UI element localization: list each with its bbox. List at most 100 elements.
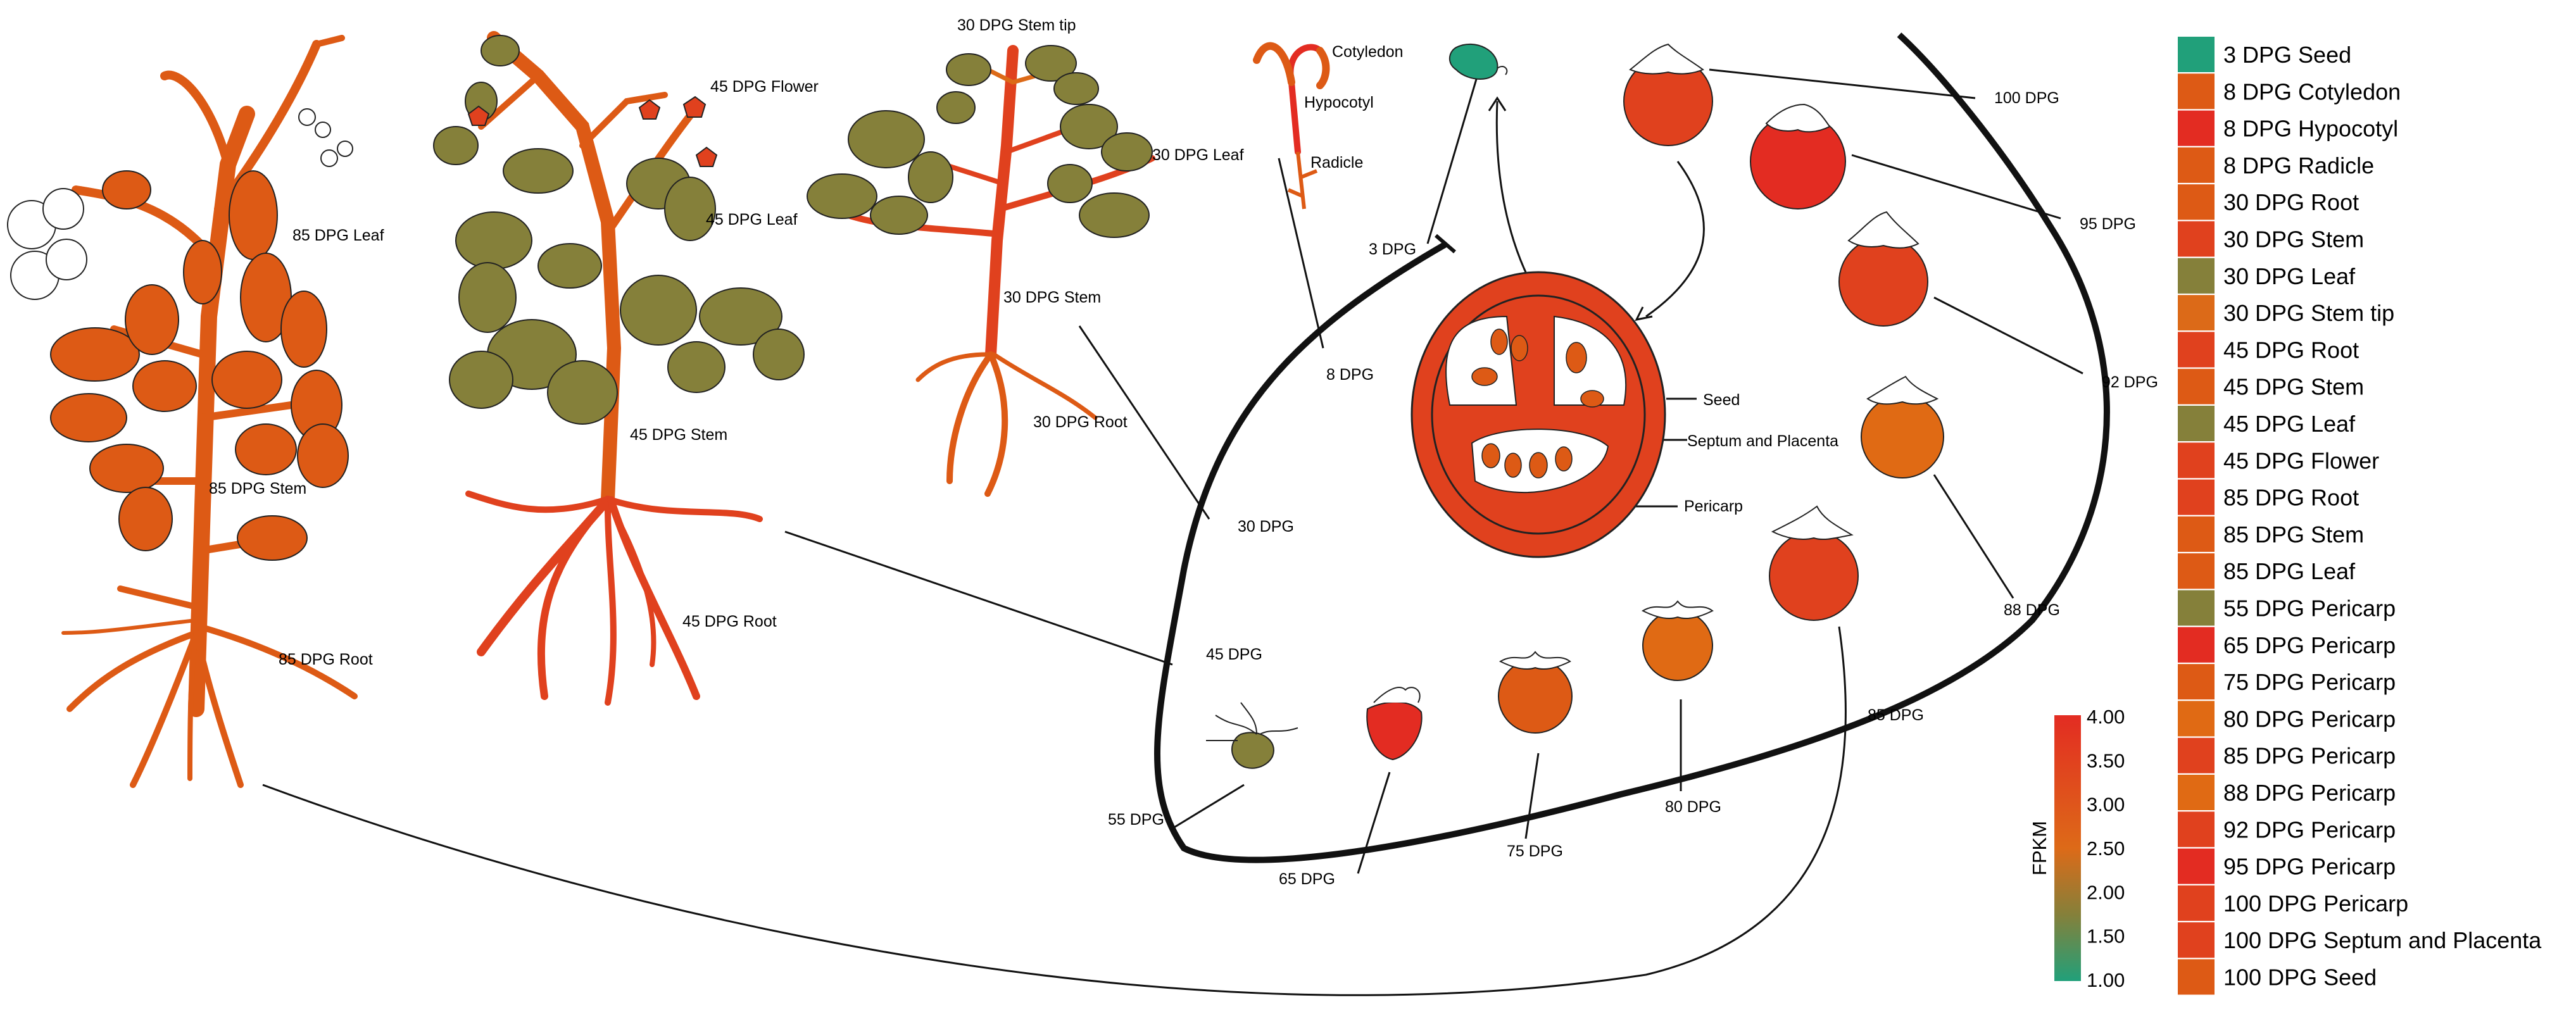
line-85dpg (262, 626, 1847, 996)
legend-label: 30 DPG Leaf (2223, 263, 2356, 289)
line-92dpg (1933, 296, 2083, 375)
legend-label: 85 DPG Stem (2223, 522, 2364, 547)
label-radicle: Radicle (1310, 154, 1363, 172)
cycle-end-tick (1435, 234, 1456, 254)
colorbar-tick-label: 3.50 (2087, 749, 2125, 772)
white-fruits (7, 108, 353, 300)
legend-label: 8 DPG Hypocotyl (2223, 116, 2398, 142)
colorbar-tick-label: 1.50 (2087, 925, 2125, 948)
stage-labels: 3 DPG 8 DPG 30 DPG 45 DPG 55 DPG 65 DPG … (1108, 89, 2158, 888)
legend-label: 88 DPG Pericarp (2223, 780, 2396, 806)
legend-label: 95 DPG Pericarp (2223, 854, 2396, 880)
label-55dpg: 55 DPG (1108, 811, 1164, 829)
section-seeds (1471, 328, 1604, 479)
legend-swatch (2178, 295, 2215, 331)
label-septum-placenta: Septum and Placenta (1687, 432, 1838, 450)
line-75dpg (1524, 753, 1540, 839)
label-100dpg: 100 DPG (1994, 89, 2059, 107)
colorbar-tick-label: 2.50 (2087, 837, 2125, 860)
seedling-8dpg: Cotyledon Hypocotyl Radicle (1253, 42, 1404, 210)
label-85dpg: 85 DPG (1868, 706, 1924, 724)
legend-swatch (2178, 147, 2215, 183)
leader-lines (262, 68, 2083, 996)
fruit-75dpg (1498, 651, 1573, 734)
legend-swatch (2178, 590, 2215, 626)
fruit-100dpg (1623, 43, 1713, 146)
legend-swatch (2178, 368, 2215, 404)
legend-label: 30 DPG Stem (2223, 227, 2364, 253)
arrow-fruit-to-section (1645, 161, 1705, 318)
legend-swatch (2178, 811, 2215, 848)
legend-swatch (2178, 627, 2215, 663)
colorbar-title: FPKM (2028, 821, 2051, 875)
legend-swatch (2178, 37, 2215, 72)
legend-label: 8 DPG Cotyledon (2223, 78, 2401, 104)
legend-swatch (2178, 553, 2215, 589)
label-95dpg: 95 DPG (2080, 215, 2136, 233)
plant-30dpg: 30 DPG Stem tip 30 DPG Leaf 30 DPG Stem … (807, 16, 1244, 497)
legend-label: 80 DPG Pericarp (2223, 706, 2396, 732)
label-30dpg: 30 DPG (1238, 518, 1294, 535)
legend-swatch (2178, 406, 2215, 441)
plant-45dpg: 45 DPG Flower 45 DPG Leaf 45 DPG Stem 45… (433, 31, 819, 706)
line-30dpg (1078, 325, 1210, 520)
line-45dpg (784, 530, 1173, 666)
legend-swatch (2178, 516, 2215, 552)
label-30dpg-stem: 30 DPG Stem (1003, 289, 1101, 306)
legend-label: 30 DPG Root (2223, 189, 2359, 215)
colorbar-tick-label: 1.00 (2087, 969, 2125, 991)
legend-swatch (2178, 959, 2215, 995)
label-45dpg-stem: 45 DPG Stem (630, 426, 727, 444)
legend-swatch (2178, 885, 2215, 921)
legend-label: 45 DPG Stem (2223, 374, 2364, 400)
line-8dpg (1278, 158, 1324, 349)
legend-label: 45 DPG Root (2223, 337, 2359, 363)
legend-label: 65 DPG Pericarp (2223, 632, 2396, 658)
label-8dpg: 8 DPG (1326, 366, 1374, 384)
label-hypocotyl: Hypocotyl (1304, 94, 1374, 111)
label-65dpg: 65 DPG (1279, 870, 1335, 888)
legend-label: 85 DPG Pericarp (2223, 743, 2396, 769)
legend-label: 92 DPG Pericarp (2223, 816, 2396, 842)
legend-label: 100 DPG Seed (2223, 965, 2377, 991)
label-45dpg-flower: 45 DPG Flower (710, 78, 819, 96)
legend-swatch (2178, 110, 2215, 146)
label-3dpg: 3 DPG (1369, 241, 1416, 258)
legend-label: 85 DPG Leaf (2223, 558, 2356, 584)
line-3dpg (1426, 72, 1480, 244)
label-45dpg-leaf: 45 DPG Leaf (706, 211, 798, 228)
legend-swatch (2178, 848, 2215, 884)
label-30dpg-stem-tip: 30 DPG Stem tip (957, 16, 1076, 34)
legend-swatch (2178, 775, 2215, 810)
fruit-80dpg (1641, 600, 1714, 681)
legend-swatch (2178, 737, 2215, 773)
line-88dpg (1933, 474, 2014, 599)
legend-swatch (2178, 664, 2215, 700)
legend-label: 30 DPG Stem tip (2223, 300, 2394, 326)
label-88dpg: 88 DPG (2004, 601, 2060, 619)
label-80dpg: 80 DPG (1665, 798, 1721, 816)
fpkm-colorbar: 4.00 3.50 3.00 2.50 2.00 1.50 1.00 FPKM (2028, 706, 2125, 991)
seed-3dpg (1448, 44, 1508, 80)
colorbar-tick-label: 2.00 (2087, 881, 2125, 903)
fruit-65dpg (1366, 687, 1423, 761)
label-45dpg-root: 45 DPG Root (682, 613, 777, 630)
legend-label: 85 DPG Root (2223, 485, 2359, 511)
line-65dpg (1357, 772, 1391, 874)
colorbar-gradient (2054, 715, 2081, 981)
legend-label: 45 DPG Leaf (2223, 411, 2356, 437)
fruit-cross-section: Seed Septum and Placenta Pericarp (1411, 271, 1838, 558)
label-45dpg: 45 DPG (1206, 646, 1262, 663)
fruit-95dpg (1750, 103, 1846, 210)
legend-swatch (2178, 701, 2215, 737)
label-cotyledon: Cotyledon (1332, 43, 1404, 61)
legend-label: 8 DPG Radicle (2223, 153, 2374, 178)
legend-swatch (2178, 258, 2215, 294)
colorbar-tick-label: 4.00 (2087, 706, 2125, 728)
label-pericarp: Pericarp (1684, 497, 1743, 515)
label-seed: Seed (1703, 391, 1740, 409)
colorbar-tick-label: 3.00 (2087, 794, 2125, 816)
legend-label: 100 DPG Pericarp (2223, 891, 2408, 917)
plant-85dpg: 85 DPG Leaf 85 DPG Stem 85 DPG Root (7, 35, 384, 788)
